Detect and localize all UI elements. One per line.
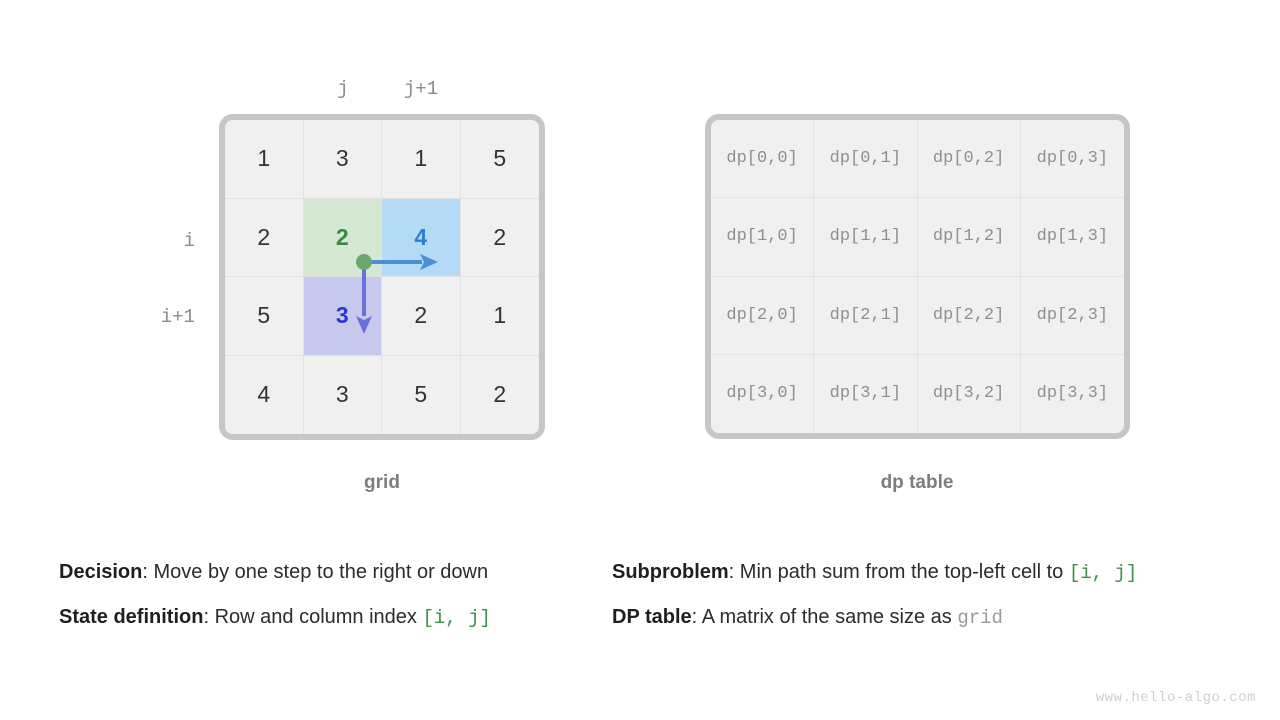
- dp-cell-3-3: dp[3,3]: [1020, 354, 1124, 433]
- dp-cell-1-1: dp[1,1]: [814, 198, 918, 277]
- grid-cell-1-0: 2: [225, 198, 304, 277]
- dp-cell-2-1: dp[2,1]: [814, 276, 918, 355]
- grid-cell-0-0: 1: [225, 120, 304, 199]
- dp-cell-value: dp[3,2]: [932, 384, 1005, 404]
- grid-cell-value: 2: [335, 223, 349, 250]
- grid-cell-value: 5: [414, 381, 428, 408]
- grid-cell-0-2: 1: [382, 120, 461, 199]
- grid-matrix: 1 3 1 5 2 2 4 2 5 3 2 1 4 3 5 2: [219, 114, 545, 440]
- row-label-i-plus-1: i+1: [160, 306, 195, 328]
- note-decision-separator: :: [142, 561, 154, 583]
- dp-cell-1-0: dp[1,0]: [711, 198, 815, 277]
- grid-cell-2-1: 3: [303, 277, 382, 356]
- grid-cell-2-3: 1: [460, 277, 539, 356]
- dp-cell-value: dp[3,0]: [726, 384, 798, 404]
- row-label-i: i: [183, 230, 195, 252]
- grid-cell-0-1: 3: [303, 120, 382, 199]
- dp-cell-0-1: dp[0,1]: [814, 120, 918, 199]
- note-dp-table-text: A matrix of the same size as: [701, 606, 958, 628]
- dp-cell-2-0: dp[2,0]: [711, 276, 815, 355]
- dp-cell-value: dp[0,2]: [932, 149, 1005, 169]
- dp-cell-value: dp[3,1]: [829, 384, 902, 404]
- note-state-definition-label: State definition: [59, 606, 204, 628]
- note-decision: Decision: Move by one step to the right …: [59, 562, 488, 582]
- note-decision-label: Decision: [59, 561, 143, 583]
- note-subproblem-label: Subproblem: [612, 561, 729, 583]
- dp-cell-0-2: dp[0,2]: [917, 120, 1021, 199]
- grid-cell-value: 3: [335, 381, 349, 408]
- note-decision-text: Move by one step to the right or down: [153, 561, 489, 583]
- dp-table-matrix: dp[0,0] dp[0,1] dp[0,2] dp[0,3] dp[1,0] …: [705, 114, 1130, 439]
- grid-cell-value: 3: [335, 302, 349, 329]
- column-label-j: j: [337, 78, 349, 100]
- note-subproblem-separator: :: [728, 561, 740, 583]
- dp-cell-value: dp[3,3]: [1036, 384, 1109, 404]
- column-label-j-plus-1: j+1: [403, 78, 439, 100]
- grid-cell-value: 1: [414, 145, 428, 172]
- dp-cell-0-0: dp[0,0]: [711, 120, 815, 199]
- grid-cell-1-3: 2: [460, 198, 539, 277]
- grid-cell-value: 1: [493, 302, 507, 329]
- grid-cell-value: 2: [493, 381, 507, 408]
- dp-cell-2-3: dp[2,3]: [1020, 276, 1124, 355]
- dp-cell-value: dp[1,2]: [932, 227, 1005, 247]
- dp-cell-3-1: dp[3,1]: [814, 354, 918, 433]
- note-subproblem-text: Min path sum from the top-left cell to: [739, 561, 1069, 583]
- grid-cell-value: 2: [493, 223, 507, 250]
- dp-cell-value: dp[0,1]: [829, 149, 902, 169]
- note-state-definition: State definition: Row and column index […: [59, 607, 491, 628]
- dp-cell-value: dp[2,1]: [829, 305, 902, 325]
- grid-cell-value: 4: [257, 381, 271, 408]
- note-subproblem-code: [i, j]: [1068, 562, 1138, 584]
- note-state-definition-code: [i, j]: [422, 607, 491, 629]
- grid-cell-3-2: 5: [382, 355, 461, 434]
- note-subproblem: Subproblem: Min path sum from the top-le…: [612, 562, 1137, 583]
- dp-cell-value: dp[1,3]: [1036, 227, 1109, 247]
- dp-table-caption: dp table: [880, 472, 954, 493]
- grid-cell-value: 5: [493, 145, 507, 172]
- grid-caption: grid: [364, 472, 400, 493]
- grid-cell-2-0: 5: [225, 277, 304, 356]
- note-dp-table-separator: :: [691, 606, 702, 628]
- grid-cell-2-2: 2: [382, 277, 461, 356]
- note-state-definition-separator: :: [203, 606, 215, 628]
- dp-cell-value: dp[0,3]: [1036, 149, 1109, 169]
- grid-cell-3-1: 3: [303, 355, 382, 434]
- dp-cell-1-2: dp[1,2]: [917, 198, 1021, 277]
- grid-cell-value: 2: [257, 223, 271, 250]
- dp-cell-value: dp[1,0]: [726, 227, 798, 247]
- note-dp-table: DP table: A matrix of the same size as g…: [612, 607, 1003, 628]
- dp-cell-3-2: dp[3,2]: [917, 354, 1021, 433]
- grid-cell-3-3: 2: [460, 355, 539, 434]
- note-dp-table-code: grid: [957, 607, 1003, 629]
- grid-cell-0-3: 5: [460, 120, 539, 199]
- grid-cell-3-0: 4: [225, 355, 304, 434]
- grid-cell-value: 2: [414, 302, 428, 329]
- grid-cell-1-1: 2: [303, 198, 382, 277]
- watermark: www.hello-algo.com: [1095, 690, 1256, 706]
- dp-cell-value: dp[2,3]: [1036, 305, 1109, 325]
- dp-cell-2-2: dp[2,2]: [917, 276, 1021, 355]
- dp-cell-0-3: dp[0,3]: [1020, 120, 1124, 199]
- grid-cell-value: 5: [257, 302, 271, 329]
- note-state-definition-text: Row and column index: [214, 606, 423, 628]
- note-dp-table-label: DP table: [612, 606, 692, 628]
- grid-cell-1-2: 4: [382, 198, 461, 277]
- dp-cell-value: dp[0,0]: [726, 149, 798, 169]
- grid-cell-value: 3: [335, 145, 349, 172]
- grid-cell-value: 4: [414, 223, 428, 250]
- dp-cell-1-3: dp[1,3]: [1020, 198, 1124, 277]
- dp-cell-value: dp[2,0]: [726, 305, 798, 325]
- dp-cell-value: dp[2,2]: [932, 305, 1005, 325]
- dp-cell-3-0: dp[3,0]: [711, 354, 815, 433]
- dp-cell-value: dp[1,1]: [829, 227, 902, 247]
- grid-cell-value: 1: [257, 145, 271, 172]
